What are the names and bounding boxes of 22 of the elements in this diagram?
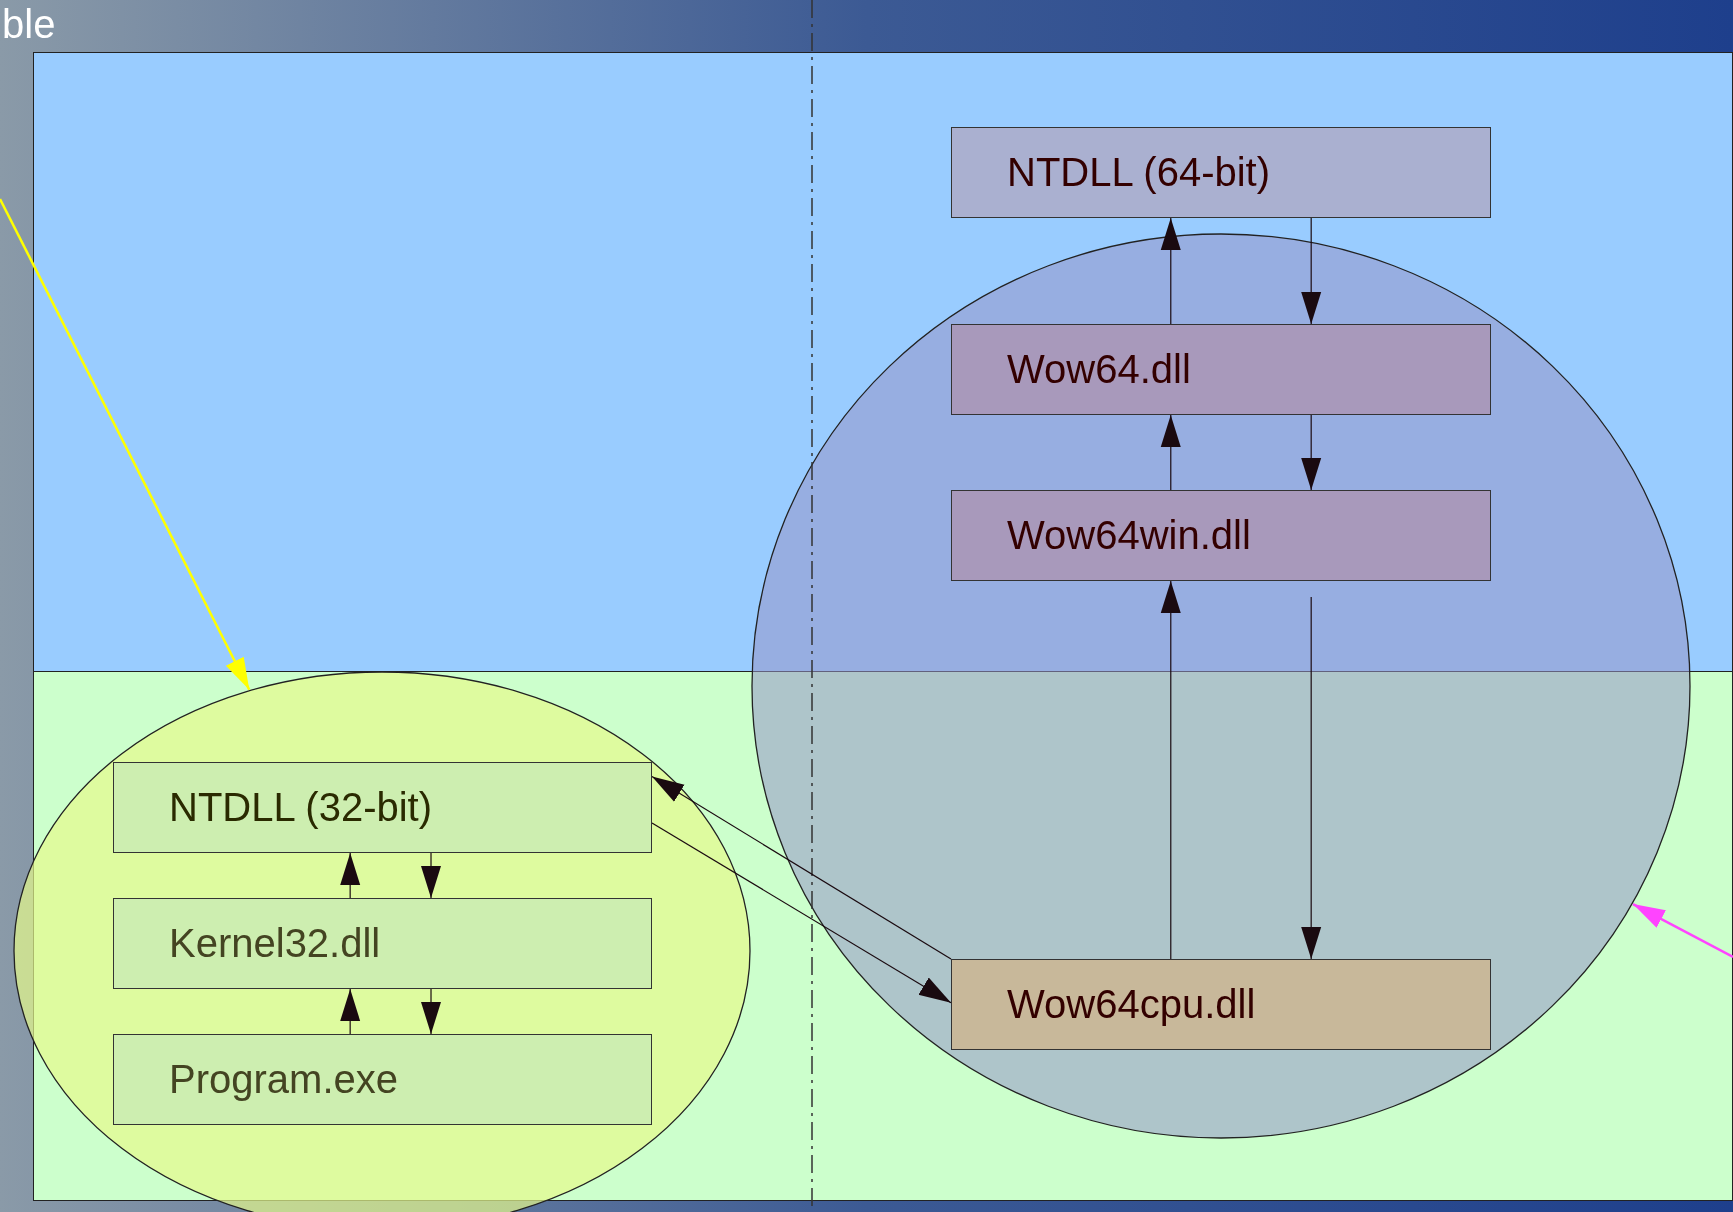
arrow <box>340 852 361 899</box>
process-box: Wow64win.dll <box>951 490 1491 581</box>
process-box: Kernel32.dll <box>113 898 652 989</box>
arrow <box>1301 414 1322 491</box>
arrow <box>340 988 361 1035</box>
arrow <box>421 988 441 1035</box>
arrow <box>1160 580 1181 960</box>
arrow <box>1160 217 1181 325</box>
arrow <box>421 852 441 899</box>
arrow <box>1301 217 1322 325</box>
arrow <box>1160 414 1181 491</box>
process-box: Program.exe <box>113 1034 652 1125</box>
arrow <box>0 198 251 691</box>
process-box: NTDLL (32-bit) <box>113 762 652 853</box>
arrow <box>1301 596 1322 960</box>
arrow <box>651 822 952 1004</box>
arrow <box>1632 902 1733 959</box>
process-box: Wow64cpu.dll <box>951 959 1491 1050</box>
process-box: Wow64.dll <box>951 324 1491 415</box>
arrow <box>651 775 952 960</box>
process-box: NTDLL (64-bit) <box>951 127 1491 218</box>
heading-fragment: ble <box>2 2 56 47</box>
